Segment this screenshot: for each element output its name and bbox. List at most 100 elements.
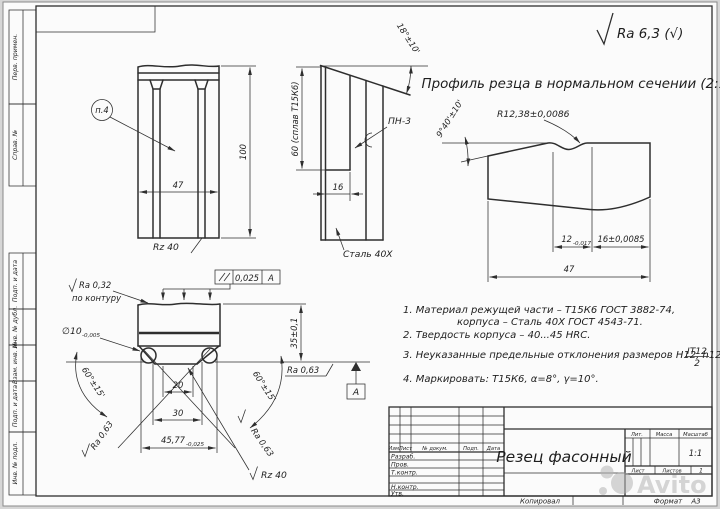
- dim-30-text: 30: [173, 408, 184, 418]
- dim-12-tol: -0,017: [573, 241, 591, 247]
- measuring-pin-left: [140, 347, 157, 364]
- title-block: Изм. Лист № докум. Подп. Дата Разраб. Пр…: [388, 406, 713, 498]
- title-block-rows: Разраб. Пров. Т.контр. Н.контр. Утв.: [391, 453, 419, 498]
- row-tkontr: Т.контр.: [391, 470, 418, 477]
- general-roughness: Ra 6,3 (√): [596, 12, 683, 46]
- dim-35-text: 35±0,1: [289, 318, 299, 349]
- drawing-frame: Перв. примен. Справ. № Подп. и дата Инв.…: [8, 5, 713, 497]
- margin-label: Инв. № подл.: [12, 442, 19, 485]
- row-prov: Пров.: [391, 462, 409, 469]
- front-view: 47 100 п.4 Rz 40: [91, 64, 256, 254]
- dim-16-text: 16±0,0085: [598, 234, 645, 244]
- profile-dims: 12 -0,017 16±0,0085 47: [487, 147, 651, 282]
- datum-a: А: [346, 362, 366, 400]
- sheets-label: Листов: [661, 469, 681, 475]
- radius-text: R12,38±0,0086: [497, 109, 570, 120]
- dim-47-text: 47: [173, 180, 184, 190]
- lit-label: Лит.: [630, 432, 643, 438]
- note-2: 2. Твердость корпуса – 40...45 HRC.: [403, 330, 590, 341]
- datum-letter: А: [352, 387, 359, 398]
- dim-12-text: 12: [561, 234, 572, 244]
- dim-30: 30: [154, 408, 201, 422]
- col-izm: Изм.: [388, 446, 400, 452]
- row-razrab: Разраб.: [391, 453, 415, 461]
- title-block-header-cols: Изм. Лист № докум. Подп. Дата: [388, 446, 500, 452]
- pin-diameter: ∅10 -0,005: [62, 326, 141, 352]
- dim-4577-text: 45,77: [161, 435, 186, 445]
- dim-35: 35±0,1: [289, 305, 303, 361]
- parallelism-icon: [218, 272, 226, 282]
- mass-label: Масса: [656, 432, 673, 438]
- part-name: Резец фасонный: [496, 448, 631, 466]
- scale-value: 1:1: [689, 448, 702, 458]
- avito-watermark: Avito: [599, 465, 707, 499]
- roughness-check-icon: [237, 409, 246, 424]
- roughness-check-icon: [81, 443, 90, 458]
- radius-callout: R12,38±0,0086: [497, 109, 581, 144]
- col-list: Лист: [398, 446, 413, 452]
- plate-label: ПН-3: [388, 116, 411, 127]
- dim-4577: 45,77 -0,025: [142, 435, 216, 450]
- watermark-logo-icon: [599, 487, 607, 495]
- margin-labels: Перв. примен. Справ. № Подп. и дата Инв.…: [11, 34, 19, 485]
- tolerance-frame: 0,025 А: [161, 269, 281, 301]
- plate-callout: ПН-3: [354, 116, 411, 149]
- tolerance-datum-ref: А: [267, 273, 274, 283]
- dim-60-text: 60 (сплав Т15К6): [290, 81, 300, 156]
- format-value: А3: [690, 498, 700, 506]
- rz40-text: Rz 40: [261, 470, 287, 481]
- dia-text: ∅10: [62, 326, 82, 337]
- watermark-text: Avito: [637, 471, 707, 499]
- rz40-bottom: Rz 40: [187, 367, 287, 481]
- watermark-logo-icon: [611, 472, 633, 494]
- datum-triangle-icon: [351, 362, 361, 371]
- note-1: 1. Материал режущей части – Т15К6 ГОСТ 3…: [403, 305, 675, 316]
- dim-60: 60 (сплав Т15К6): [290, 66, 325, 171]
- margin-label: Инв. № дубл.: [11, 306, 19, 348]
- front-rz40-text: Rz 40: [153, 242, 179, 253]
- ra063-base: Ra 0,63: [285, 363, 334, 377]
- dim-16-side-text: 16: [333, 182, 344, 192]
- sheets-value: 1: [699, 468, 703, 475]
- sheet-label: Лист: [630, 469, 645, 475]
- note-1b: корпуса – Сталь 40Х ГОСТ 4543-71.: [457, 317, 643, 328]
- material-callout: Сталь 40Х: [335, 227, 393, 260]
- roughness-check-icon: [68, 278, 77, 293]
- footer-strip: Копировал Формат А3: [520, 496, 701, 506]
- roughness-check-icon: [596, 12, 614, 46]
- balloon-p4: п.4: [91, 99, 176, 152]
- dia-tol: -0,005: [82, 333, 100, 339]
- roughness-check-icon: [249, 466, 258, 481]
- front-roughness: Rz 40: [153, 237, 203, 254]
- format-label: Формат: [654, 498, 683, 506]
- row-nkontr: Н.контр.: [391, 484, 419, 491]
- dim-100: 100: [221, 65, 256, 239]
- watermark-logo-icon: [600, 465, 614, 479]
- note-3-fraction: IT12 2: [685, 346, 709, 369]
- col-data: Дата: [486, 446, 500, 452]
- note-3: 3. Неуказанные предельные отклонения раз…: [403, 350, 720, 361]
- ra032-note: по контуру: [72, 293, 122, 303]
- fraction-denominator: 2: [694, 358, 700, 369]
- dim-47p-text: 47: [564, 264, 575, 274]
- measuring-pin-right: [201, 347, 218, 364]
- row-utv: Утв.: [391, 491, 404, 498]
- margin-boxes: [8, 9, 37, 496]
- tolerance-value: 0,025: [235, 273, 259, 283]
- material-label: Сталь 40Х: [343, 249, 393, 260]
- margin-label: Подп. и дата: [12, 260, 19, 302]
- general-roughness-text: Ra 6,3 (√): [617, 27, 683, 42]
- dim-16-side: 16: [313, 172, 363, 201]
- profile-section-hatched: [487, 142, 651, 211]
- ra032-text: Ra 0,32: [79, 280, 111, 290]
- fraction-numerator: IT12: [687, 346, 707, 357]
- section-title: Профиль резца в нормальном сечении (2:1): [422, 77, 720, 92]
- col-podp: Подп.: [463, 446, 479, 452]
- technical-notes: 1. Материал режущей части – Т15К6 ГОСТ 3…: [403, 305, 720, 385]
- dim-100-text: 100: [238, 144, 248, 160]
- dim-20-text: 20: [173, 380, 184, 390]
- dim-20: 20: [164, 380, 192, 394]
